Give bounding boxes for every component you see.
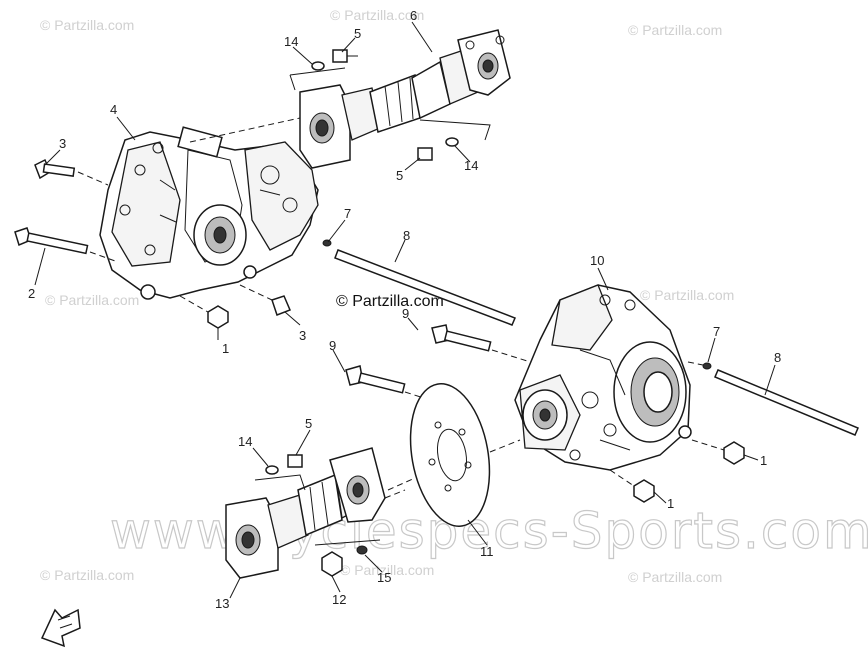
watermark-bottom-left: © Partzilla.com: [40, 567, 134, 583]
washer-7-right: [702, 362, 712, 370]
callout-13: 13: [215, 596, 229, 611]
callout-14-mid: 14: [464, 158, 478, 173]
watermark-bottom-right: © Partzilla.com: [628, 569, 722, 585]
bolt-5-rear: [287, 454, 303, 468]
callout-10: 10: [590, 253, 604, 268]
rear-shaft-bolts-top: [254, 454, 306, 491]
washer-14-top: [311, 61, 325, 71]
nut-1-rear-right: [691, 439, 745, 465]
brake-disc: [409, 383, 491, 527]
bolt-12: [321, 551, 343, 577]
watermark-top-right: © Partzilla.com: [628, 22, 722, 38]
callout-8-right: 8: [774, 350, 781, 365]
callout-4: 4: [110, 102, 117, 117]
rear-drive-shaft: [225, 447, 386, 579]
callout-1-rear-right: 1: [760, 453, 767, 468]
front-drive-shaft: [299, 29, 511, 169]
washer-7-upper: [322, 239, 332, 247]
callout-7-upper: 7: [344, 206, 351, 221]
watermark-center: © Partzilla.com: [336, 293, 444, 310]
callout-7-right: 7: [713, 324, 720, 339]
callout-labels: 4 3 2 1 3 14 5 6 5 14 7 8 10 7 8 1 1 9 9…: [28, 8, 781, 611]
rear-shaft-bolts-bottom: [314, 539, 381, 577]
bolt-9-upper: [431, 324, 541, 366]
watermark-top-left: © Partzilla.com: [40, 17, 134, 33]
bolt-3-lower: [239, 284, 291, 316]
callout-1-front: 1: [222, 341, 229, 356]
callout-5-top: 5: [354, 26, 361, 41]
callout-3-lower: 3: [299, 328, 306, 343]
callout-6: 6: [410, 8, 417, 23]
rod-8-right: [714, 369, 859, 436]
watermark-top-center: © Partzilla.com: [330, 7, 424, 23]
callout-3-upper: 3: [59, 136, 66, 151]
callout-9-lower: 9: [329, 338, 336, 353]
watermark-bottom-center: © Partzilla.com: [340, 562, 434, 578]
callout-8-upper: 8: [403, 228, 410, 243]
callout-2: 2: [28, 286, 35, 301]
watermark-mid-right: © Partzilla.com: [640, 287, 734, 303]
bolt-5-top: [332, 49, 348, 63]
callout-12: 12: [332, 592, 346, 607]
watermark-mid-left: © Partzilla.com: [45, 292, 139, 308]
callout-11: 11: [480, 544, 494, 559]
bolt-3-upper: [34, 158, 109, 186]
rear-differential-housing: [514, 284, 692, 471]
washer-14-lower: [445, 137, 459, 147]
callout-1-rear-lower: 1: [667, 496, 674, 511]
nut-1-front: [179, 295, 229, 329]
bolt-2-long: [14, 227, 119, 263]
callout-14-top: 14: [284, 34, 298, 49]
washer-15: [356, 545, 368, 555]
nut-1-rear-lower: [609, 469, 655, 503]
callout-9-upper: 9: [402, 306, 409, 321]
callout-5-mid: 5: [396, 168, 403, 183]
front-arrow-icon: [40, 608, 81, 648]
callout-15: 15: [377, 570, 391, 585]
washer-14-rear: [265, 465, 279, 475]
front-shaft-bolts-top: [311, 49, 358, 71]
bolt-5-lower: [417, 147, 433, 161]
callout-14-rear: 14: [238, 434, 252, 449]
callout-leaders: [34, 21, 776, 599]
callout-5-rear: 5: [305, 416, 312, 431]
bolt-9-lower: [345, 365, 431, 401]
front-shaft-bolts-bottom: [417, 137, 459, 161]
front-differential-housing: [99, 126, 319, 300]
rod-8-upper: [334, 249, 516, 326]
